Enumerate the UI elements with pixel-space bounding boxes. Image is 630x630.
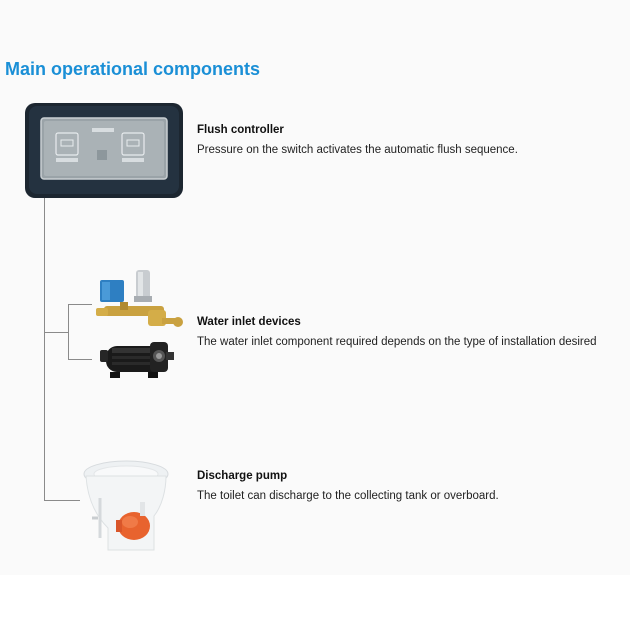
- discharge-pump-description: The toilet can discharge to the collecti…: [197, 490, 499, 502]
- connector-to-toilet: [44, 500, 80, 501]
- discharge-pump-toilet-icon: [83, 460, 169, 551]
- connector-vertical: [44, 198, 45, 500]
- flush-controller-description: Pressure on the switch activates the aut…: [197, 144, 518, 156]
- connector-to-valve: [68, 304, 92, 305]
- flush-controller-heading: Flush controller: [197, 124, 284, 136]
- page-title: Main operational components: [5, 59, 261, 79]
- water-inlet-devices-icon: [96, 270, 183, 378]
- connector-to-pump: [68, 359, 92, 360]
- water-inlet-devices-heading: Water inlet devices: [197, 316, 301, 328]
- connector-branch-valve: [68, 304, 69, 360]
- flush-controller-icon: [25, 103, 183, 198]
- discharge-pump-heading: Discharge pump: [197, 470, 288, 482]
- connector-branch-inlet: [44, 332, 68, 333]
- water-inlet-devices-description: The water inlet component required depen…: [197, 336, 597, 348]
